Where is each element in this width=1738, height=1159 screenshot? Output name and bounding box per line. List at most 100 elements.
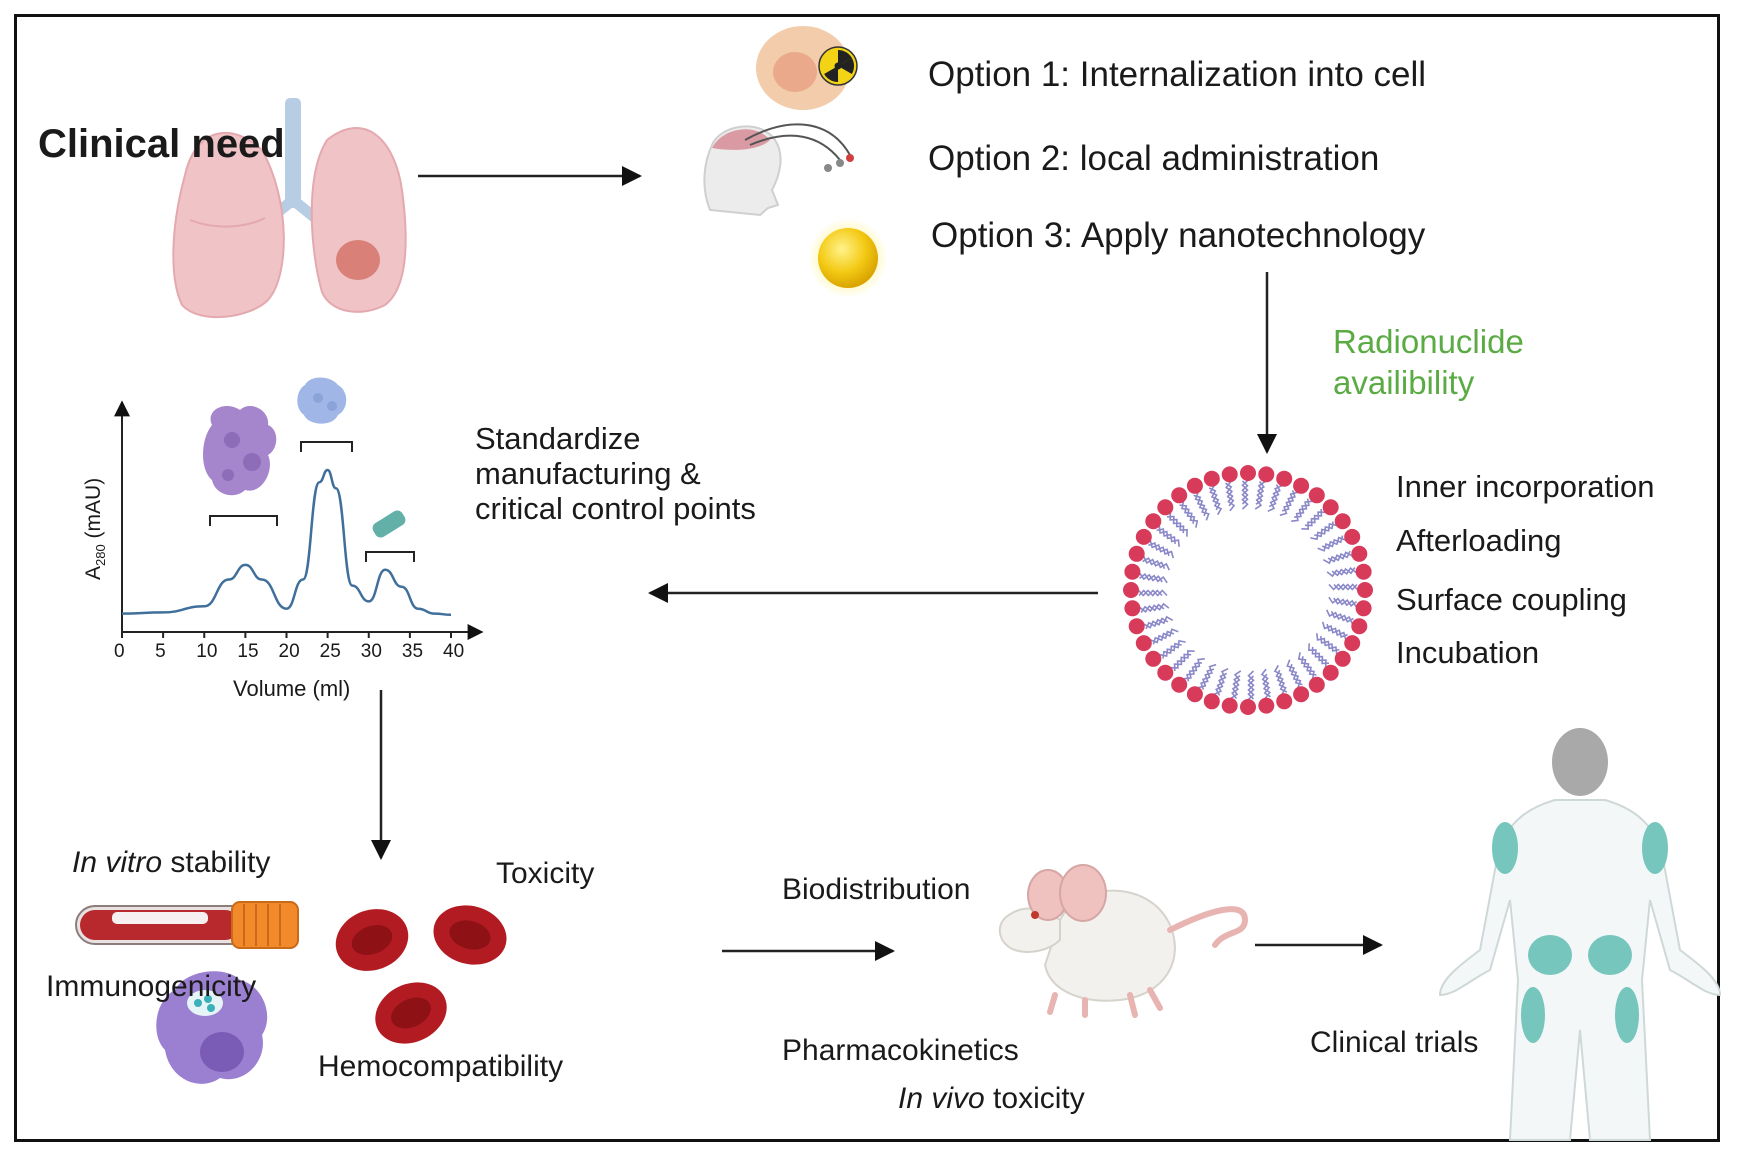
immunogenicity-label: Immunogenicity (46, 970, 257, 1003)
lipid-tail (1321, 621, 1348, 638)
mouse-icon (998, 864, 1249, 1018)
clinical-trials-label: Clinical trials (1310, 1026, 1479, 1059)
x-tick-label: 0 (114, 641, 125, 662)
x-tick-label: 30 (360, 641, 382, 662)
chart-x-axis-label: Volume (ml) (233, 676, 351, 701)
lipid-tail (1208, 487, 1223, 516)
toxicity-label: Toxicity (496, 857, 595, 890)
x-tick-label: 35 (401, 641, 424, 662)
lipid-head-outer (1344, 635, 1361, 652)
test-tube-icon (75, 901, 299, 949)
lipid-tail (1308, 643, 1330, 665)
red-blood-cells-icon (335, 905, 507, 1044)
lipid-head-outer (1240, 699, 1256, 715)
lipid-head-outer (1308, 676, 1325, 693)
x-tick-label: 5 (155, 641, 166, 662)
lipid-tail (1179, 504, 1199, 528)
lipid-head-outer (1322, 499, 1339, 516)
biodistribution-label: Biodistribution (782, 873, 971, 906)
peak-bracket-3 (365, 551, 415, 562)
lipid-tail (1142, 557, 1171, 571)
lipid-tail (1162, 639, 1186, 659)
lipid-head-outer (1123, 582, 1139, 598)
standardize-line3: critical control points (475, 491, 756, 526)
option-2-label: Option 2: local administration (928, 139, 1380, 178)
method-incubation: Incubation (1396, 635, 1540, 670)
x-tick-label: 20 (278, 641, 300, 662)
lipid-tail (1273, 664, 1288, 693)
radionuclide-label-line1: Radionuclide (1333, 323, 1524, 360)
method-afterloading: Afterloading (1396, 523, 1562, 558)
lipid-head-outer (1334, 650, 1351, 667)
lipid-head-outer (1276, 693, 1293, 710)
lipid-tail (1310, 521, 1334, 541)
lipid-head-outer (1124, 600, 1141, 617)
lipid-tail (1215, 667, 1229, 696)
lipid-head-outer (1221, 697, 1238, 714)
lipid-head-outer (1135, 635, 1152, 652)
lipid-head-outer (1157, 499, 1174, 516)
method-surface-coupling: Surface coupling (1396, 582, 1627, 617)
in-vivo-toxicity-label: In vivo toxicity (898, 1082, 1085, 1115)
option-1-label: Option 1: Internalization into cell (928, 55, 1427, 94)
lipid-tail (1193, 494, 1210, 521)
x-tick-label: 40 (443, 641, 465, 662)
lipid-tail (1328, 596, 1357, 607)
lipid-head-outer (1308, 487, 1325, 504)
medium-protein-icon (297, 377, 347, 424)
lipid-tail (1140, 602, 1170, 613)
lipid-tail (1225, 482, 1236, 512)
lipid-head-outer (1351, 545, 1368, 562)
lipid-head-outer (1322, 664, 1339, 681)
human-body-icon (1438, 728, 1722, 1141)
x-tick-label: 10 (196, 641, 218, 662)
lipid-tail (1297, 652, 1317, 676)
lipid-tail (1148, 542, 1175, 559)
lipid-tail (1326, 567, 1356, 578)
lipid-tail (1316, 633, 1340, 652)
lipid-head-outer (1203, 693, 1220, 710)
figure-frame (14, 14, 1720, 1142)
lipid-head-outer (1334, 513, 1351, 530)
small-protein-icon (372, 510, 406, 538)
lipid-tail (1267, 484, 1281, 513)
lipid-tail (1200, 663, 1217, 690)
method-inner-incorporation: Inner incorporation (1396, 469, 1655, 504)
hemocompatibility-label: Hemocompatibility (318, 1050, 564, 1083)
lipid-tail (1152, 628, 1179, 645)
large-protein-icon (203, 405, 277, 496)
lipid-head-outer (1344, 528, 1361, 545)
lipid-tail (1207, 482, 1221, 511)
liposome-icon (1123, 465, 1373, 715)
lipid-tail (1254, 481, 1265, 510)
lipid-head-outer (1258, 466, 1275, 483)
lipid-tail (1275, 669, 1289, 698)
peak-bracket-2 (300, 441, 353, 452)
lipid-head-outer (1186, 686, 1203, 703)
standardize-line2: manufacturing & (475, 456, 701, 491)
lipid-head-outer (1171, 487, 1188, 504)
chromatogram (114, 377, 484, 640)
lipid-tail (1140, 617, 1169, 631)
lipid-head-outer (1171, 676, 1188, 693)
lipid-tail (1241, 480, 1249, 510)
lipid-head-outer (1258, 697, 1275, 714)
lipid-head-outer (1186, 477, 1203, 494)
lipid-head-outer (1135, 528, 1152, 545)
lipid-tail (1260, 668, 1271, 698)
lipid-tail (1138, 589, 1168, 597)
x-axis-ticks (121, 632, 452, 638)
cell-radiation-icon (756, 26, 858, 110)
lungs-icon (172, 98, 407, 319)
lipid-tail (1173, 650, 1195, 672)
lipid-tail (1322, 550, 1351, 565)
lipid-head-outer (1357, 582, 1373, 598)
lipid-tail (1301, 508, 1323, 530)
x-tick-label: 25 (319, 641, 341, 662)
clinical-need-title: Clinical need (38, 122, 285, 166)
standardize-line1: Standardize (475, 421, 641, 456)
lipid-tail (1325, 609, 1354, 623)
lipid-tail (1231, 670, 1242, 699)
x-tick-label: 15 (237, 641, 259, 662)
